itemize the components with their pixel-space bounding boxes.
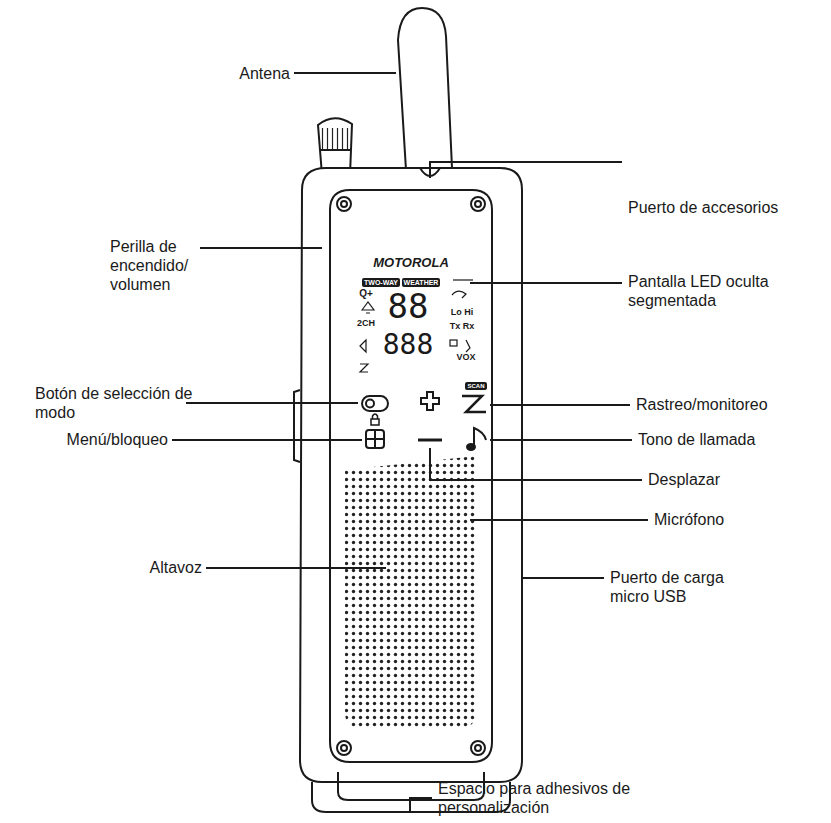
lcd-badge: WEATHER <box>402 278 441 287</box>
lcd-icon: Lo Hi <box>451 307 474 318</box>
lcd-icon: 2CH <box>357 318 375 329</box>
part-label: Puerto de accesorios <box>628 198 778 217</box>
part-label: Pantalla LED oculta segmentada <box>628 272 803 310</box>
part-label: Menú/bloqueo <box>67 430 168 449</box>
lcd-digits: 888 <box>383 330 434 360</box>
lcd-icon: Q+ <box>359 288 373 300</box>
brand-logo: MOTOROLA <box>373 255 449 270</box>
part-label: Tono de llamada <box>638 430 755 449</box>
part-label: Micrófono <box>654 510 724 529</box>
part-label: Antena <box>239 64 290 83</box>
part-label: Altavoz <box>150 558 202 577</box>
button-badge: SCAN <box>465 382 486 390</box>
part-label: Espacio para adhesivos de personalizació… <box>438 779 638 817</box>
lcd-badge: TWO-WAY <box>362 278 400 287</box>
lcd-icon: VOX <box>456 352 475 363</box>
part-label: Rastreo/monitoreo <box>636 395 768 414</box>
part-label: Botón de selección de modo <box>35 384 200 422</box>
part-label: Desplazar <box>648 470 720 489</box>
part-label: Puerto de carga micro USB <box>610 568 750 606</box>
part-label: Perilla de encendido/ volumen <box>110 237 210 294</box>
lcd-digits: 88 <box>388 288 429 324</box>
lcd-icon: Tx Rx <box>450 321 475 332</box>
